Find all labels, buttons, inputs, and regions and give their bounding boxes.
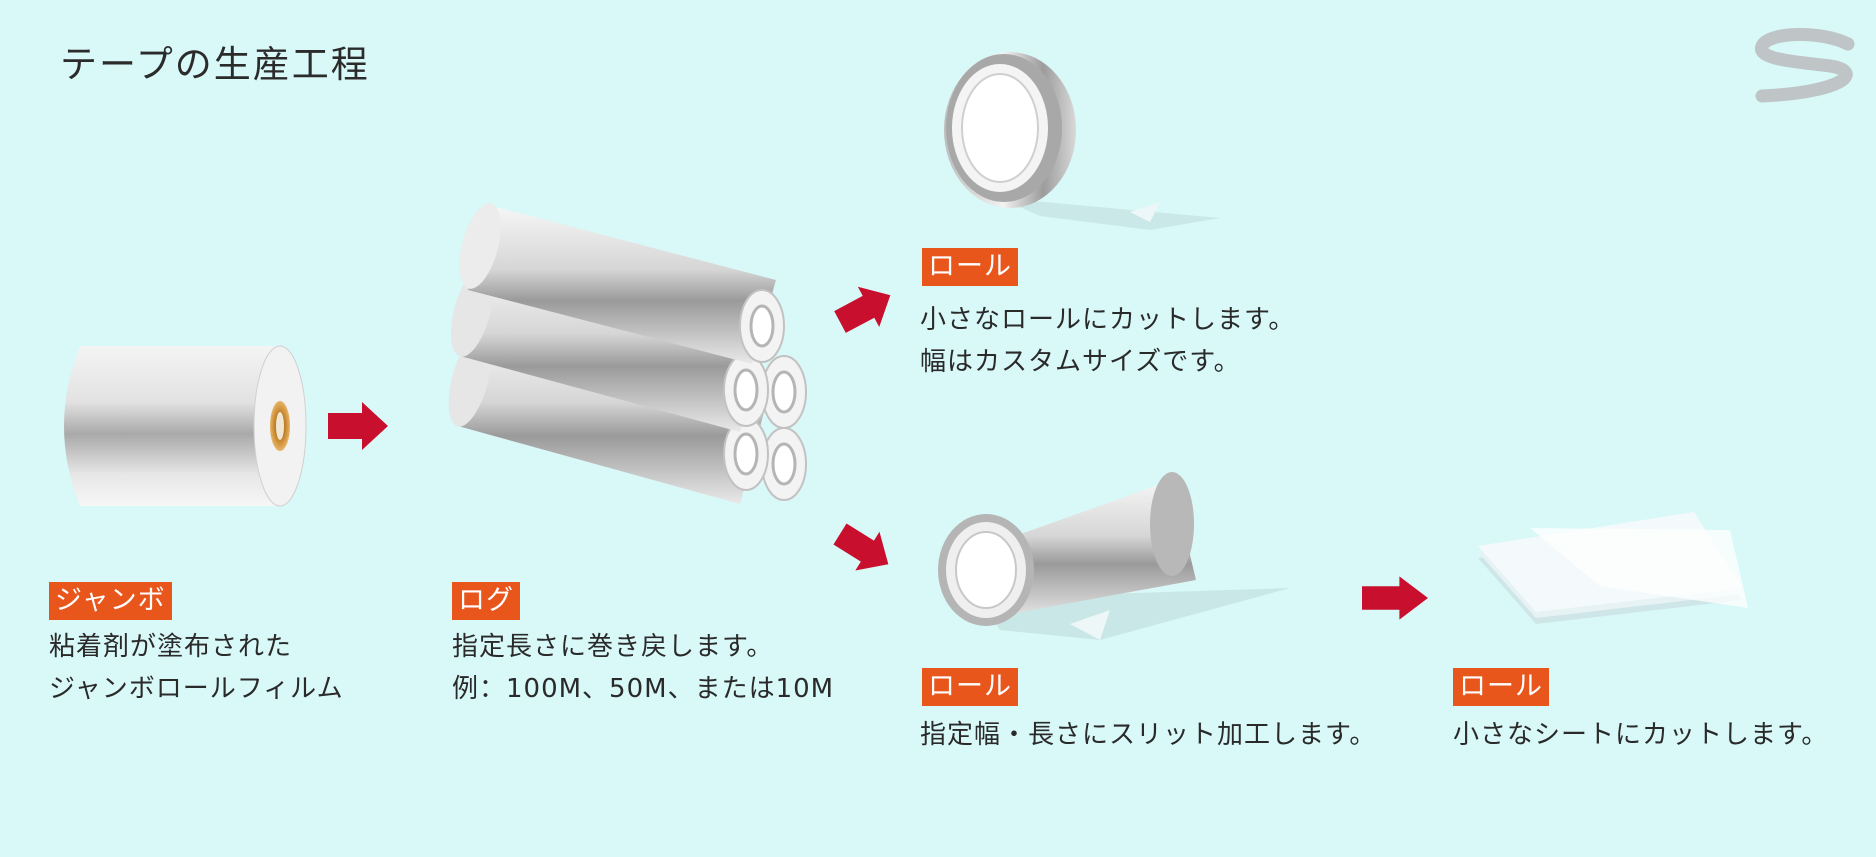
arrow-right-icon xyxy=(827,514,901,584)
description-line: 指定幅・長さにスリット加工します。 xyxy=(920,720,1377,750)
arrow-right-icon xyxy=(1362,576,1428,620)
step-label-roll-top: ロール xyxy=(922,248,1018,286)
jumbo-roll-icon xyxy=(64,345,307,507)
step-label-log: ログ xyxy=(452,582,520,620)
logo-s-icon xyxy=(1755,28,1855,103)
step-label-roll-slit: ロール xyxy=(922,668,1018,706)
description-line: 指定長さに巻き戻します。 xyxy=(452,632,774,662)
step-description-roll-top: 小さなロールにカットします。 幅はカスタムサイズです。 xyxy=(920,299,1295,383)
arrow-right-icon xyxy=(829,275,902,343)
description-line: 小さなロールにカットします。 xyxy=(920,305,1296,335)
step-description-roll-slit: 指定幅・長さにスリット加工します。 xyxy=(920,714,1376,756)
description-line: 粘着剤が塗布された xyxy=(49,632,293,662)
description-line: 例：100M、50M、または10M xyxy=(452,674,835,704)
description-line: 幅はカスタムサイズです。 xyxy=(920,347,1241,377)
arrow-right-icon xyxy=(328,402,388,450)
step-description-jumbo: 粘着剤が塗布された ジャンボロールフィルム xyxy=(49,626,344,710)
step-description-log: 指定長さに巻き戻します。 例：100M、50M、または10M xyxy=(452,626,834,710)
step-description-roll-sheet: 小さなシートにカットします。 xyxy=(1453,714,1828,756)
step-label-roll-sheet: ロール xyxy=(1453,668,1549,706)
description-line: ジャンボロールフィルム xyxy=(49,674,344,704)
sheets-icon xyxy=(1478,512,1748,624)
log-rolls-icon xyxy=(448,203,807,504)
step-label-jumbo: ジャンボ xyxy=(49,582,172,620)
tape-roll-icon xyxy=(944,52,1220,230)
slit-roll-icon xyxy=(938,472,1290,640)
description-line: 小さなシートにカットします。 xyxy=(1453,720,1829,750)
page-title: テープの生産工程 xyxy=(60,43,370,86)
